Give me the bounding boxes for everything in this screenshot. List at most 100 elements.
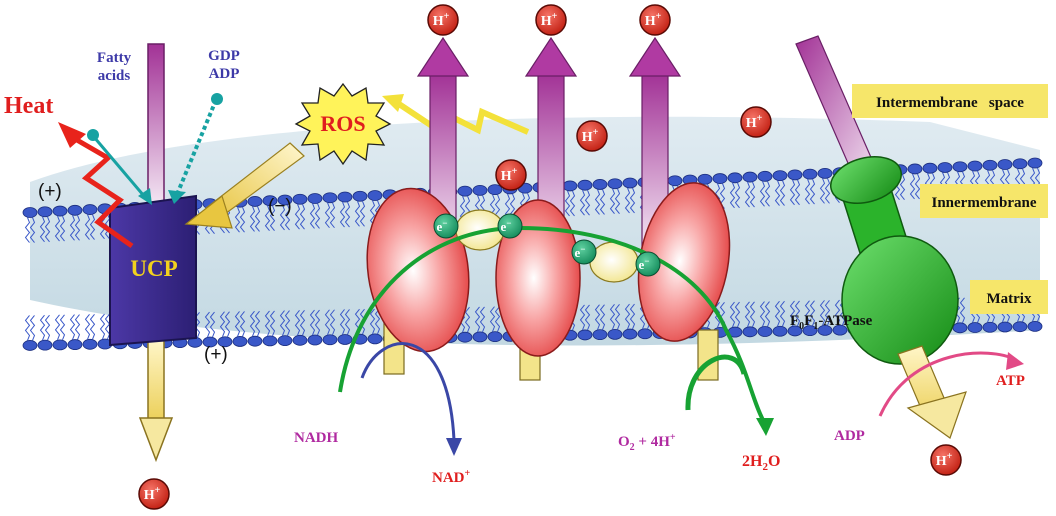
lipid-tail (599, 189, 606, 215)
lipid-tail (24, 217, 31, 243)
lipid-head (787, 325, 803, 337)
lipid-head (952, 161, 968, 173)
lipid-tail (294, 204, 301, 230)
lipid-head (337, 334, 353, 345)
lipid-tail (759, 181, 766, 207)
electron-3: e− (571, 239, 597, 265)
lipid-head (577, 329, 593, 341)
lipid-tail (744, 301, 751, 327)
lipid-head (202, 336, 218, 348)
lipid-tail (254, 310, 261, 337)
svg-text:e−: e− (437, 218, 448, 234)
lipid-tail (899, 174, 906, 200)
lipid-head (577, 179, 593, 191)
lipid-tail (309, 203, 316, 229)
lipid-tail (779, 300, 786, 327)
lipid-head (712, 173, 728, 184)
atpase-f1-head (841, 235, 959, 365)
lipid-head (262, 335, 278, 347)
lipid-head (592, 179, 608, 190)
lipid-tail (89, 313, 96, 340)
lipid-tail (54, 314, 61, 341)
proton-marker: H+ (740, 106, 772, 138)
lipid-head (22, 340, 38, 351)
proton-marker: H+ (495, 159, 527, 191)
lipid-tail (629, 303, 636, 330)
lipid-head (307, 193, 323, 204)
lipid-head (1012, 321, 1028, 333)
lipid-head (982, 159, 998, 171)
lipid-tail (764, 301, 771, 327)
lipid-tail (234, 206, 241, 233)
lipid-tail (299, 204, 306, 230)
adp-atp-arc (878, 351, 1017, 417)
matrix-label: Matrix (987, 291, 1032, 307)
lipid-tail (29, 315, 36, 341)
proton-marker: H+ (930, 444, 962, 476)
lipid-tail (279, 310, 286, 336)
lipid-head (247, 196, 263, 207)
matrix-box (970, 280, 1048, 314)
lipid-head (337, 191, 353, 203)
lipid-tail (749, 181, 756, 208)
heat-arrowhead (58, 122, 86, 148)
lipid-head (952, 322, 968, 334)
complex3-up-arrowhead (524, 36, 578, 77)
lipid-tail (219, 311, 226, 337)
svg-text:H+: H+ (746, 113, 763, 131)
electron-path-arrowhead (756, 418, 774, 436)
svg-text:H+: H+ (645, 11, 662, 29)
lipid-head (322, 192, 338, 204)
lipid-head (922, 162, 938, 174)
lipid-head (292, 334, 308, 346)
lipid-tail (624, 303, 631, 330)
lipid-tail (629, 187, 636, 214)
lipid-head (607, 178, 623, 190)
fatty-acids-label-2: acids (98, 68, 131, 84)
lipid-head (277, 335, 293, 347)
gdp-adp-arrowhead (168, 190, 186, 204)
heat-zigzag (68, 133, 134, 249)
lipid-tail (329, 309, 336, 335)
lipid-tail (599, 304, 606, 330)
lipid-tail (834, 299, 841, 326)
lipid-tail (579, 190, 586, 216)
lipid-head (247, 335, 263, 347)
lipid-tail (729, 182, 736, 209)
lipid-tail (294, 310, 301, 336)
lipid-head (67, 204, 83, 216)
lipid-tail (69, 314, 76, 340)
lipid-head (967, 322, 983, 333)
lipid-tail (594, 189, 601, 215)
lipid-tail (569, 190, 576, 217)
lipid-head (982, 321, 998, 333)
lipid-tail (84, 313, 91, 340)
electron-4: e− (635, 251, 661, 277)
heat-label: Heat (4, 93, 53, 119)
lipid-head (772, 170, 788, 181)
lipid-head (757, 170, 773, 182)
lipid-tail (794, 179, 801, 206)
complex4-up-arrowhead (628, 36, 682, 77)
lipid-tail (344, 309, 351, 335)
lipid-tail (269, 205, 276, 232)
ucp-top-bar (147, 43, 165, 207)
lipid-tail (624, 187, 631, 214)
ucp-group: UCP (109, 43, 197, 463)
svg-text:H+: H+ (144, 485, 161, 503)
nadh-arc-arrowhead (446, 438, 462, 456)
lipid-tail (24, 315, 31, 341)
plus-sign-left: (+) (38, 181, 62, 202)
nadh-label: NADH (294, 430, 338, 446)
lipid-tail (344, 201, 351, 228)
lipid-tail (39, 216, 46, 243)
lipid-tail (309, 309, 316, 336)
lipid-tail (914, 173, 921, 200)
svg-text:H+: H+ (501, 166, 518, 184)
lipid-head (367, 190, 383, 201)
atp-label: ATP (996, 373, 1025, 389)
lipid-head (37, 339, 53, 351)
atpase-label: F0F1-ATPase (790, 313, 873, 332)
lipid-head (772, 325, 788, 337)
intermembrane-box (852, 84, 1048, 118)
